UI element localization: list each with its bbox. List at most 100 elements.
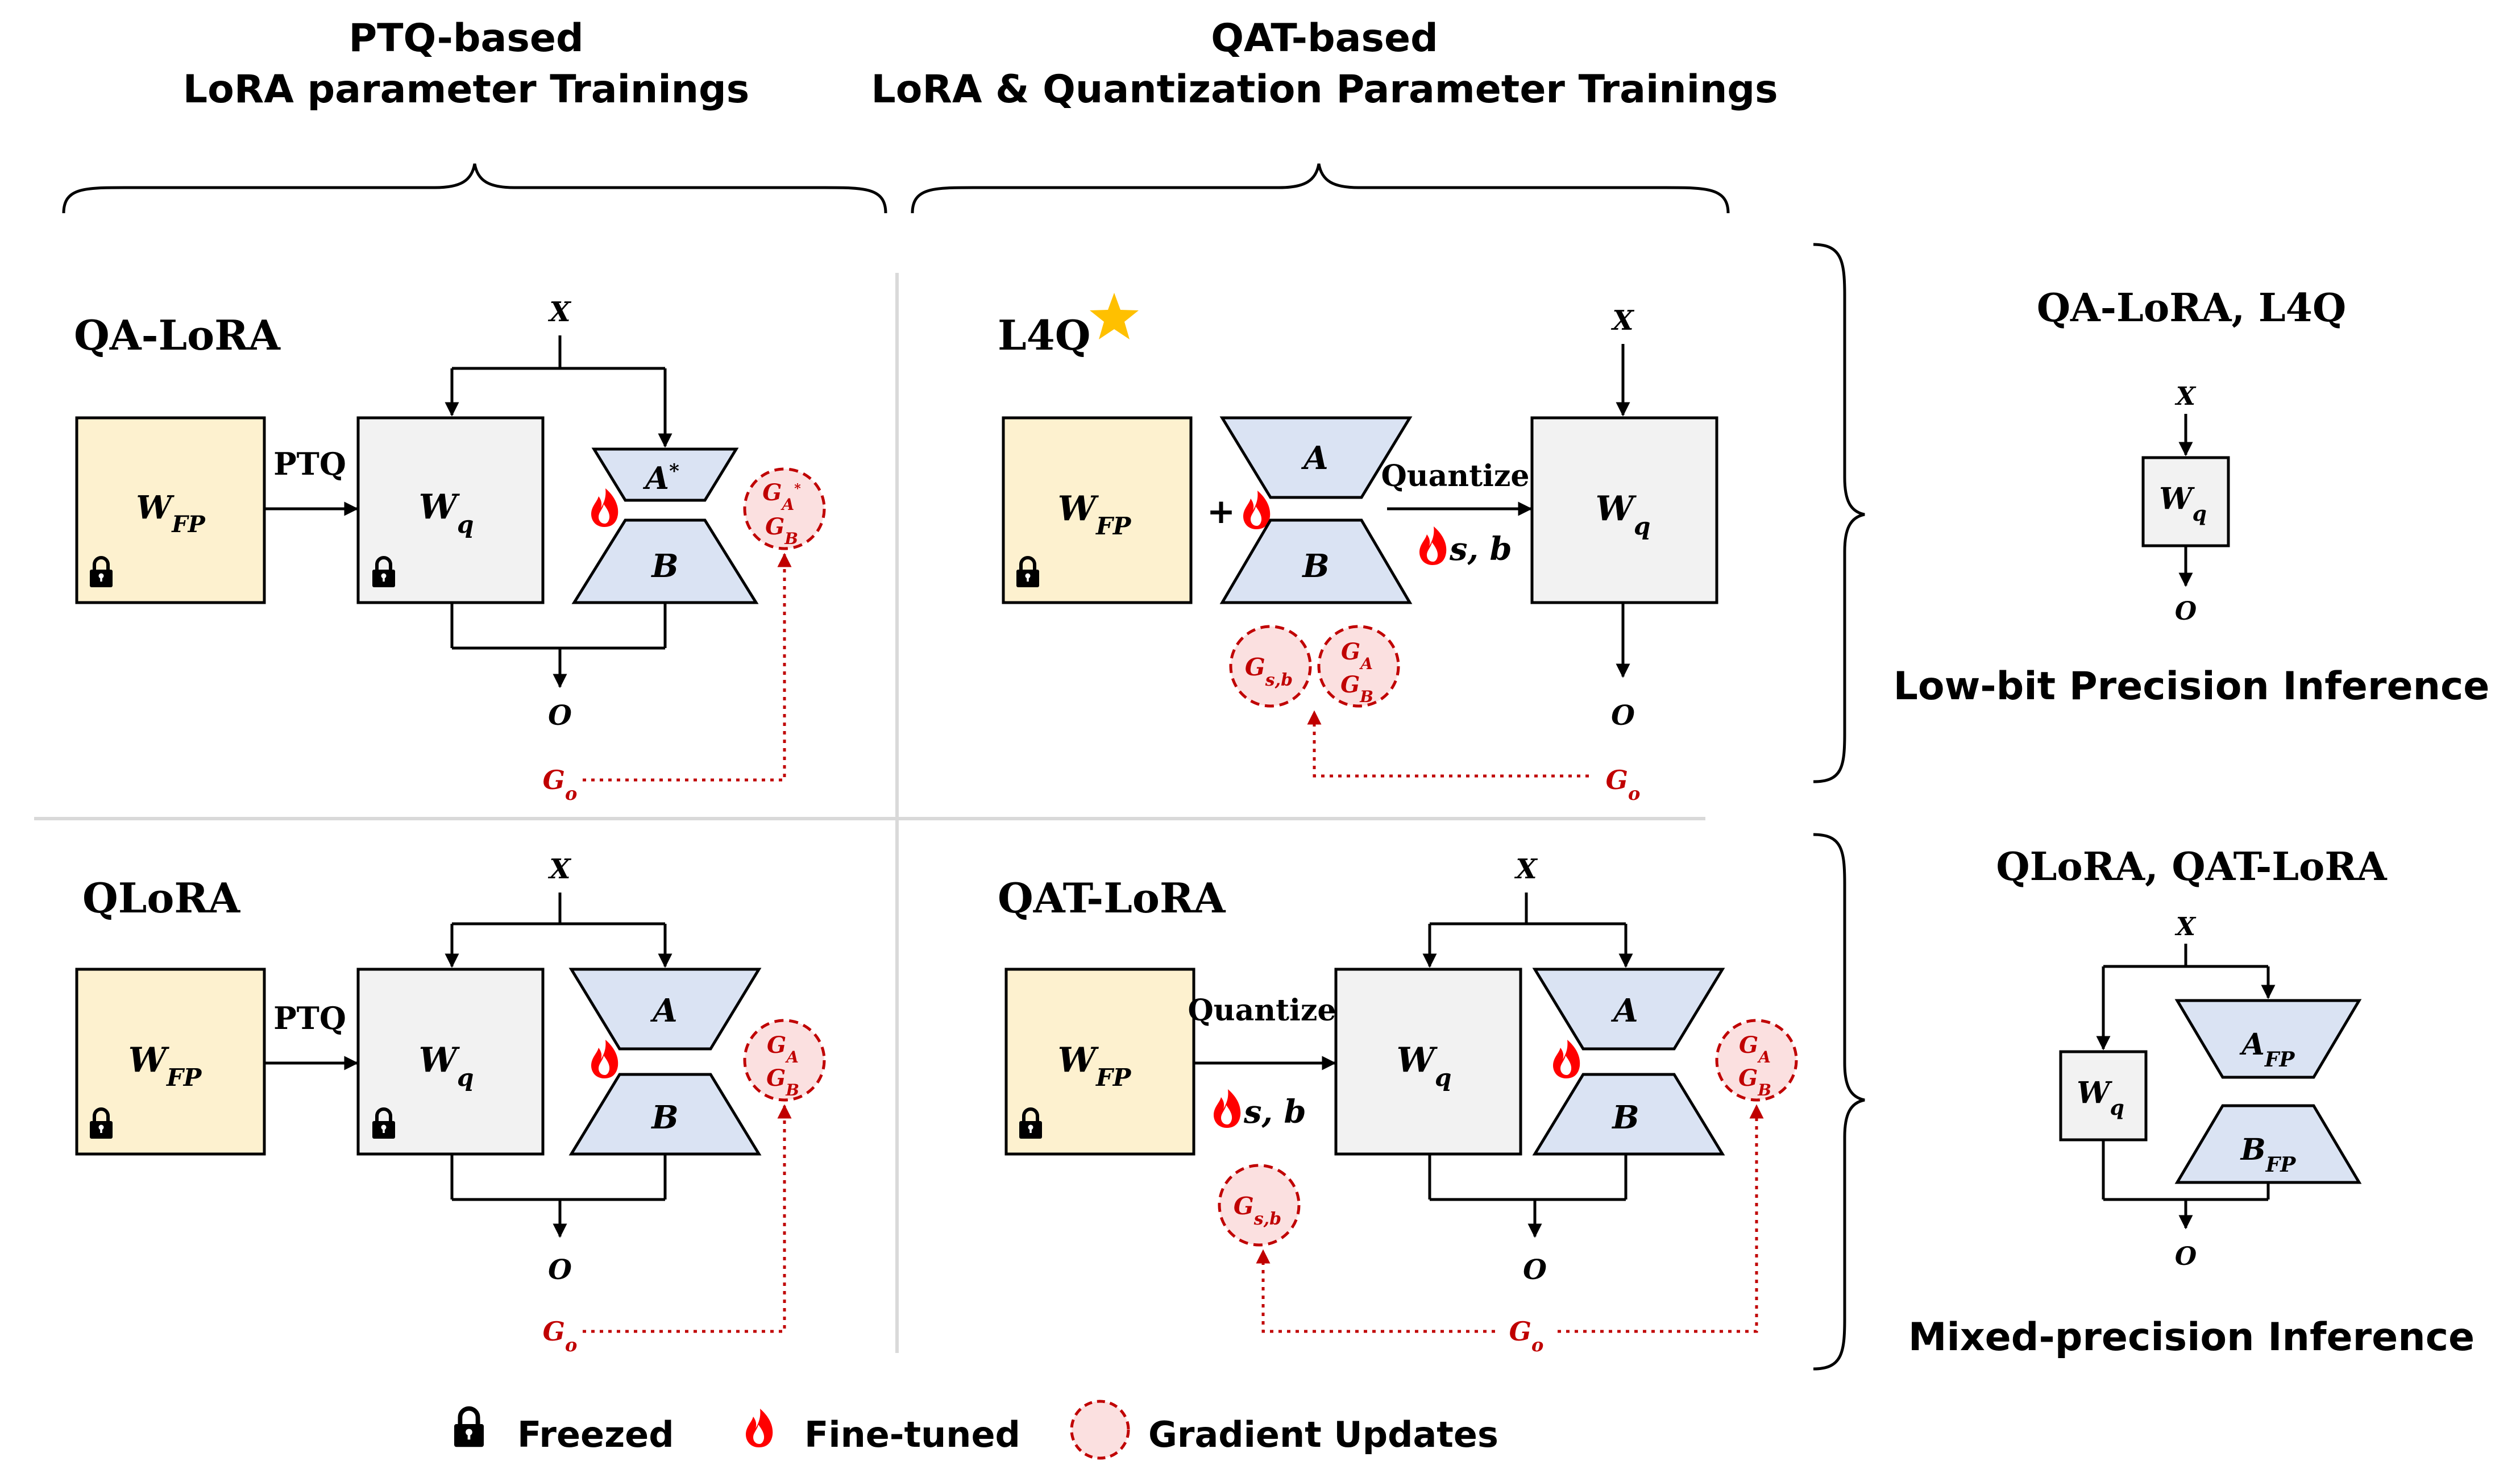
gradient-bubble-sb: Gs,b [1229,625,1312,708]
w-fp-box: WFP [1002,416,1193,604]
w-fp-box: WFP [1004,968,1195,1156]
lora-a: A [1219,416,1413,499]
output-o-label: O [548,1254,572,1286]
svg-text:B: B [650,547,678,585]
panel-title-qa-lora: QA-LoRA [74,311,281,359]
svg-text:B: B [1611,1099,1639,1136]
svg-text:O: O [2175,597,2197,626]
svg-text:GB: GB [765,513,798,548]
svg-text:Wq: Wq [419,1040,474,1091]
gradient-bubble: GA* GB [743,467,826,550]
quantize-label: Quantize [1381,459,1530,493]
w-q-box: Wq [356,416,545,604]
svg-text:BFP: BFP [2240,1132,2297,1177]
fire-icon [745,1409,773,1447]
inference-mixed: QLoRA, QAT-LoRA X Wq AFP BFP O Mixed-pre… [1908,844,2475,1360]
w-q-box: Wq [1530,416,1718,604]
svg-text:GA: GA [1739,1032,1771,1066]
panel-l4q: L4Q WFP + A B Quantize s, b Wq X O [998,293,1718,804]
header-qat-line1: QAT-based [1211,16,1438,61]
svg-text:A*: A* [642,460,679,496]
svg-text:Gs,b: Gs,b [1234,1192,1281,1229]
w-q-box: Wq [2141,456,2230,547]
svg-text:X: X [2174,382,2197,411]
svg-text:GB: GB [766,1065,799,1099]
legend-gradient: Gradient Updates [1070,1400,1498,1460]
s-b-label: s, b [1449,530,1512,568]
brace-ptq [62,163,887,214]
panel-qat-lora: QAT-LoRA WFP Quantize s, b Wq X A B [998,853,1798,1356]
input-x-label: X [547,296,571,328]
ptq-label: PTQ [273,446,346,482]
svg-text:WFP: WFP [1058,1040,1132,1091]
svg-text:GB: GB [1340,671,1373,706]
brace-bottom-right [1813,833,1865,1371]
fire-icon [1213,1089,1241,1128]
fire-icon [1243,491,1271,529]
svg-text:Wq: Wq [2159,482,2207,526]
svg-text:WFP: WFP [1058,489,1132,540]
header-ptq-line1: PTQ-based [348,16,583,61]
output-o-label: O [1523,1254,1547,1286]
legend-freezed: Freezed [454,1409,674,1455]
lora-a: A [568,968,762,1051]
svg-text:Wq: Wq [1397,1040,1452,1091]
legend: Freezed Fine-tuned Gradient Updates [454,1400,1498,1460]
input-x-label: X [547,853,571,885]
fire-icon [1419,526,1447,565]
svg-text:B: B [1301,547,1329,585]
gradient-path [1307,710,1589,778]
gradient-path-left [1256,1249,1495,1333]
output-o-label: O [548,700,572,732]
w-q-box: Wq [356,968,545,1156]
svg-text:GB: GB [1738,1065,1771,1099]
panel-qa-lora: QA-LoRA WFP PTQ Wq X A* B [74,296,826,804]
svg-text:Gradient Updates: Gradient Updates [1148,1414,1498,1455]
panel-qlora: QLoRA WFP PTQ Wq X A B O [75,853,826,1356]
svg-text:B: B [650,1099,678,1136]
svg-text:WFP: WFP [136,489,206,538]
grad-output-label: Go [1509,1316,1544,1356]
gradient-path-right [1558,1104,1764,1333]
grad-output-label: Go [543,1316,578,1356]
inference-top-title: QA-LoRA, L4Q [2037,285,2346,331]
fire-icon [1552,1040,1580,1078]
plus-sign: + [1207,492,1235,532]
legend-fine-tuned: Fine-tuned [745,1409,1020,1455]
svg-text:WFP: WFP [128,1040,202,1091]
header-ptq: PTQ-based LoRA parameter Trainings [62,16,887,214]
s-b-label: s, b [1243,1093,1306,1131]
panel-title-qlora: QLoRA [82,874,240,922]
gradient-path [583,1104,792,1333]
w-q-box: Wq [2059,1050,2148,1142]
svg-text:Gs,b: Gs,b [1245,653,1293,690]
lora-a-fp: AFP [2174,999,2362,1079]
brace-top-right [1813,243,1865,783]
input-x-label: X [1514,853,1538,885]
svg-text:Wq: Wq [419,487,474,538]
gradient-path [583,553,792,782]
svg-text:AFP: AFP [2239,1027,2295,1072]
quantize-label: Quantize [1188,993,1336,1028]
input-x-label: X [1610,305,1634,337]
inference-bottom-caption: Mixed-precision Inference [1908,1315,2475,1360]
svg-text:Freezed: Freezed [517,1414,674,1455]
w-q-box: Wq [1334,968,1522,1156]
fire-icon [591,1040,618,1078]
lora-a: A [1532,968,1725,1051]
header-qat: QAT-based LoRA & Quantization Parameter … [871,16,1778,214]
svg-text:X: X [2174,912,2197,941]
inference-lowbit: QA-LoRA, L4Q X Wq O Low-bit Precision In… [1894,285,2490,709]
ptq-label: PTQ [273,1000,346,1036]
lora-b-fp: BFP [2174,1104,2362,1184]
header-ptq-line2: LoRA parameter Trainings [183,67,749,112]
lora-b: B [568,1073,762,1156]
inference-bottom-title: QLoRA, QAT-LoRA [1996,844,2388,890]
panel-title-qat-lora: QAT-LoRA [998,874,1226,922]
header-qat-line2: LoRA & Quantization Parameter Trainings [871,67,1778,112]
grad-output-label: Go [1606,765,1641,804]
lora-a-star: A* [591,447,739,502]
lora-b: B [571,518,759,604]
svg-text:A: A [1301,439,1328,477]
